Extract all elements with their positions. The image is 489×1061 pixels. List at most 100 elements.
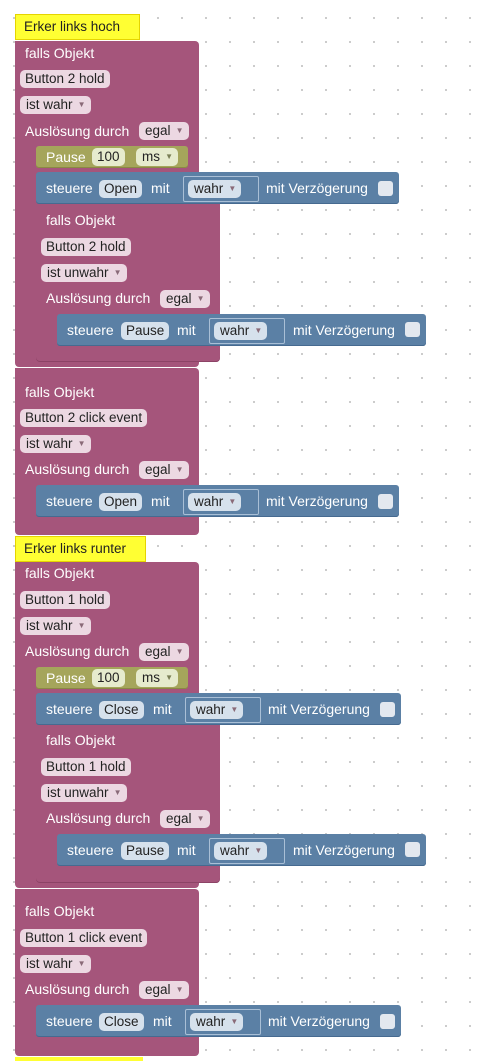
target-field[interactable]: Open [99, 180, 143, 198]
comment-erker-links-runter[interactable]: Erker links runter [15, 536, 146, 562]
steuere-label: steuere [67, 322, 114, 338]
trigger-dropdown[interactable]: egal▼ [160, 810, 210, 828]
object-field[interactable]: Button 1 hold [20, 591, 110, 609]
delay-label: mit Verzögerung [268, 1013, 370, 1029]
delay-checkbox[interactable] [405, 322, 420, 337]
condition-value: ist wahr [26, 436, 73, 451]
target-field[interactable]: Open [99, 493, 143, 511]
falls-objekt-label: falls Objekt [25, 565, 95, 581]
delay-checkbox[interactable] [380, 1014, 395, 1029]
target-field[interactable]: Close [99, 1013, 144, 1031]
value-dropdown[interactable]: wahr▼ [214, 842, 268, 860]
mit-label: mit [153, 1013, 172, 1029]
comment-erker-links-hoch[interactable]: Erker links hoch [15, 14, 140, 40]
dropdown-arrow-icon: ▼ [196, 294, 205, 303]
object-field[interactable]: Button 1 hold [41, 758, 131, 776]
condition-dropdown[interactable]: ist wahr▼ [20, 617, 91, 635]
value-text: wahr [196, 1014, 226, 1029]
value-dropdown[interactable]: wahr▼ [188, 493, 242, 511]
trigger-dropdown[interactable]: egal ▼ [160, 290, 210, 308]
condition-dropdown[interactable]: ist wahr▼ [20, 96, 91, 114]
ausloesung-label: Auslösung durch [25, 123, 130, 139]
trigger-dropdown[interactable]: egal ▼ [139, 981, 189, 999]
condition-dropdown[interactable]: ist unwahr▼ [41, 784, 127, 802]
pause-unit-dropdown[interactable]: ms ▼ [136, 669, 178, 687]
value-socket: wahr▼ [209, 318, 285, 344]
dropdown-arrow-icon: ▼ [228, 184, 237, 193]
delay-checkbox[interactable] [405, 842, 420, 857]
value-socket: wahr▼ [209, 838, 285, 864]
delay-label: mit Verzögerung [266, 180, 368, 196]
dropdown-arrow-icon: ▼ [113, 268, 122, 277]
delay-label: mit Verzögerung [293, 842, 395, 858]
target-field[interactable]: Close [99, 701, 144, 719]
dropdown-arrow-icon: ▼ [77, 959, 86, 968]
dropdown-arrow-icon: ▼ [165, 152, 173, 161]
value-socket: wahr ▼ [185, 1009, 261, 1035]
delay-label: mit Verzögerung [266, 493, 368, 509]
delay-checkbox[interactable] [378, 494, 393, 509]
condition-value: ist unwahr [47, 785, 109, 800]
trigger-value: egal [145, 644, 171, 659]
pause-value-field[interactable]: 100 [92, 669, 125, 687]
condition-dropdown[interactable]: ist unwahr ▼ [41, 264, 127, 282]
falls-objekt-label: falls Objekt [46, 732, 116, 748]
trigger-dropdown[interactable]: egal ▼ [139, 461, 189, 479]
object-field[interactable]: Button 1 click event [20, 929, 148, 947]
dropdown-arrow-icon: ▼ [175, 985, 184, 994]
value-socket: wahr ▼ [185, 697, 261, 723]
target-field[interactable]: Pause [121, 322, 170, 340]
value-socket: wahr▼ [183, 489, 259, 515]
dropdown-arrow-icon: ▼ [230, 1017, 239, 1026]
pause-value-field[interactable]: 100 [92, 148, 125, 166]
dropdown-arrow-icon: ▼ [230, 705, 239, 714]
target-field[interactable]: Pause [121, 842, 170, 860]
value-socket: wahr▼ [183, 176, 259, 202]
dropdown-arrow-icon: ▼ [196, 814, 205, 823]
delay-checkbox[interactable] [378, 181, 393, 196]
dropdown-arrow-icon: ▼ [254, 846, 263, 855]
delay-checkbox[interactable] [380, 702, 395, 717]
object-field[interactable]: Button 2 hold [20, 70, 110, 88]
delay-label: mit Verzögerung [293, 322, 395, 338]
pause-label: Pause [46, 149, 86, 165]
ausloesung-label: Auslösung durch [25, 981, 130, 997]
condition-value: ist unwahr [47, 265, 109, 280]
dropdown-arrow-icon: ▼ [254, 326, 263, 335]
trigger-value: egal [145, 462, 171, 477]
trigger-value: egal [166, 291, 192, 306]
mit-label: mit [153, 701, 172, 717]
pause-unit-dropdown[interactable]: ms ▼ [136, 148, 178, 166]
value-dropdown[interactable]: wahr ▼ [190, 1013, 244, 1031]
falls-objekt-label: falls Objekt [46, 212, 116, 228]
condition-value: ist wahr [26, 97, 73, 112]
object-field[interactable]: Button 2 click event [20, 409, 148, 427]
dropdown-arrow-icon: ▼ [165, 673, 173, 682]
ausloesung-label: Auslösung durch [46, 810, 151, 826]
condition-value: ist wahr [26, 956, 73, 971]
falls-objekt-label: falls Objekt [25, 45, 95, 61]
dropdown-arrow-icon: ▼ [175, 465, 184, 474]
dropdown-arrow-icon: ▼ [77, 439, 86, 448]
comment-partial[interactable] [15, 1057, 143, 1061]
steuere-label: steuere [46, 701, 93, 717]
steuere-label: steuere [46, 1013, 93, 1029]
condition-dropdown[interactable]: ist wahr ▼ [20, 435, 91, 453]
mit-label: mit [151, 180, 170, 196]
dropdown-arrow-icon: ▼ [175, 647, 184, 656]
value-dropdown[interactable]: wahr▼ [188, 180, 242, 198]
falls-objekt-label: falls Objekt [25, 384, 95, 400]
value-text: wahr [196, 702, 226, 717]
dropdown-arrow-icon: ▼ [175, 126, 184, 135]
pause-unit-value: ms [142, 149, 160, 164]
value-dropdown[interactable]: wahr ▼ [190, 701, 244, 719]
object-field[interactable]: Button 2 hold [41, 238, 131, 256]
trigger-dropdown[interactable]: egal ▼ [139, 643, 189, 661]
trigger-dropdown[interactable]: egal▼ [139, 122, 189, 140]
trigger-value: egal [145, 982, 171, 997]
condition-dropdown[interactable]: ist wahr ▼ [20, 955, 91, 973]
pause-unit-value: ms [142, 670, 160, 685]
value-dropdown[interactable]: wahr▼ [214, 322, 268, 340]
pause-label: Pause [46, 670, 86, 686]
steuere-label: steuere [46, 180, 93, 196]
